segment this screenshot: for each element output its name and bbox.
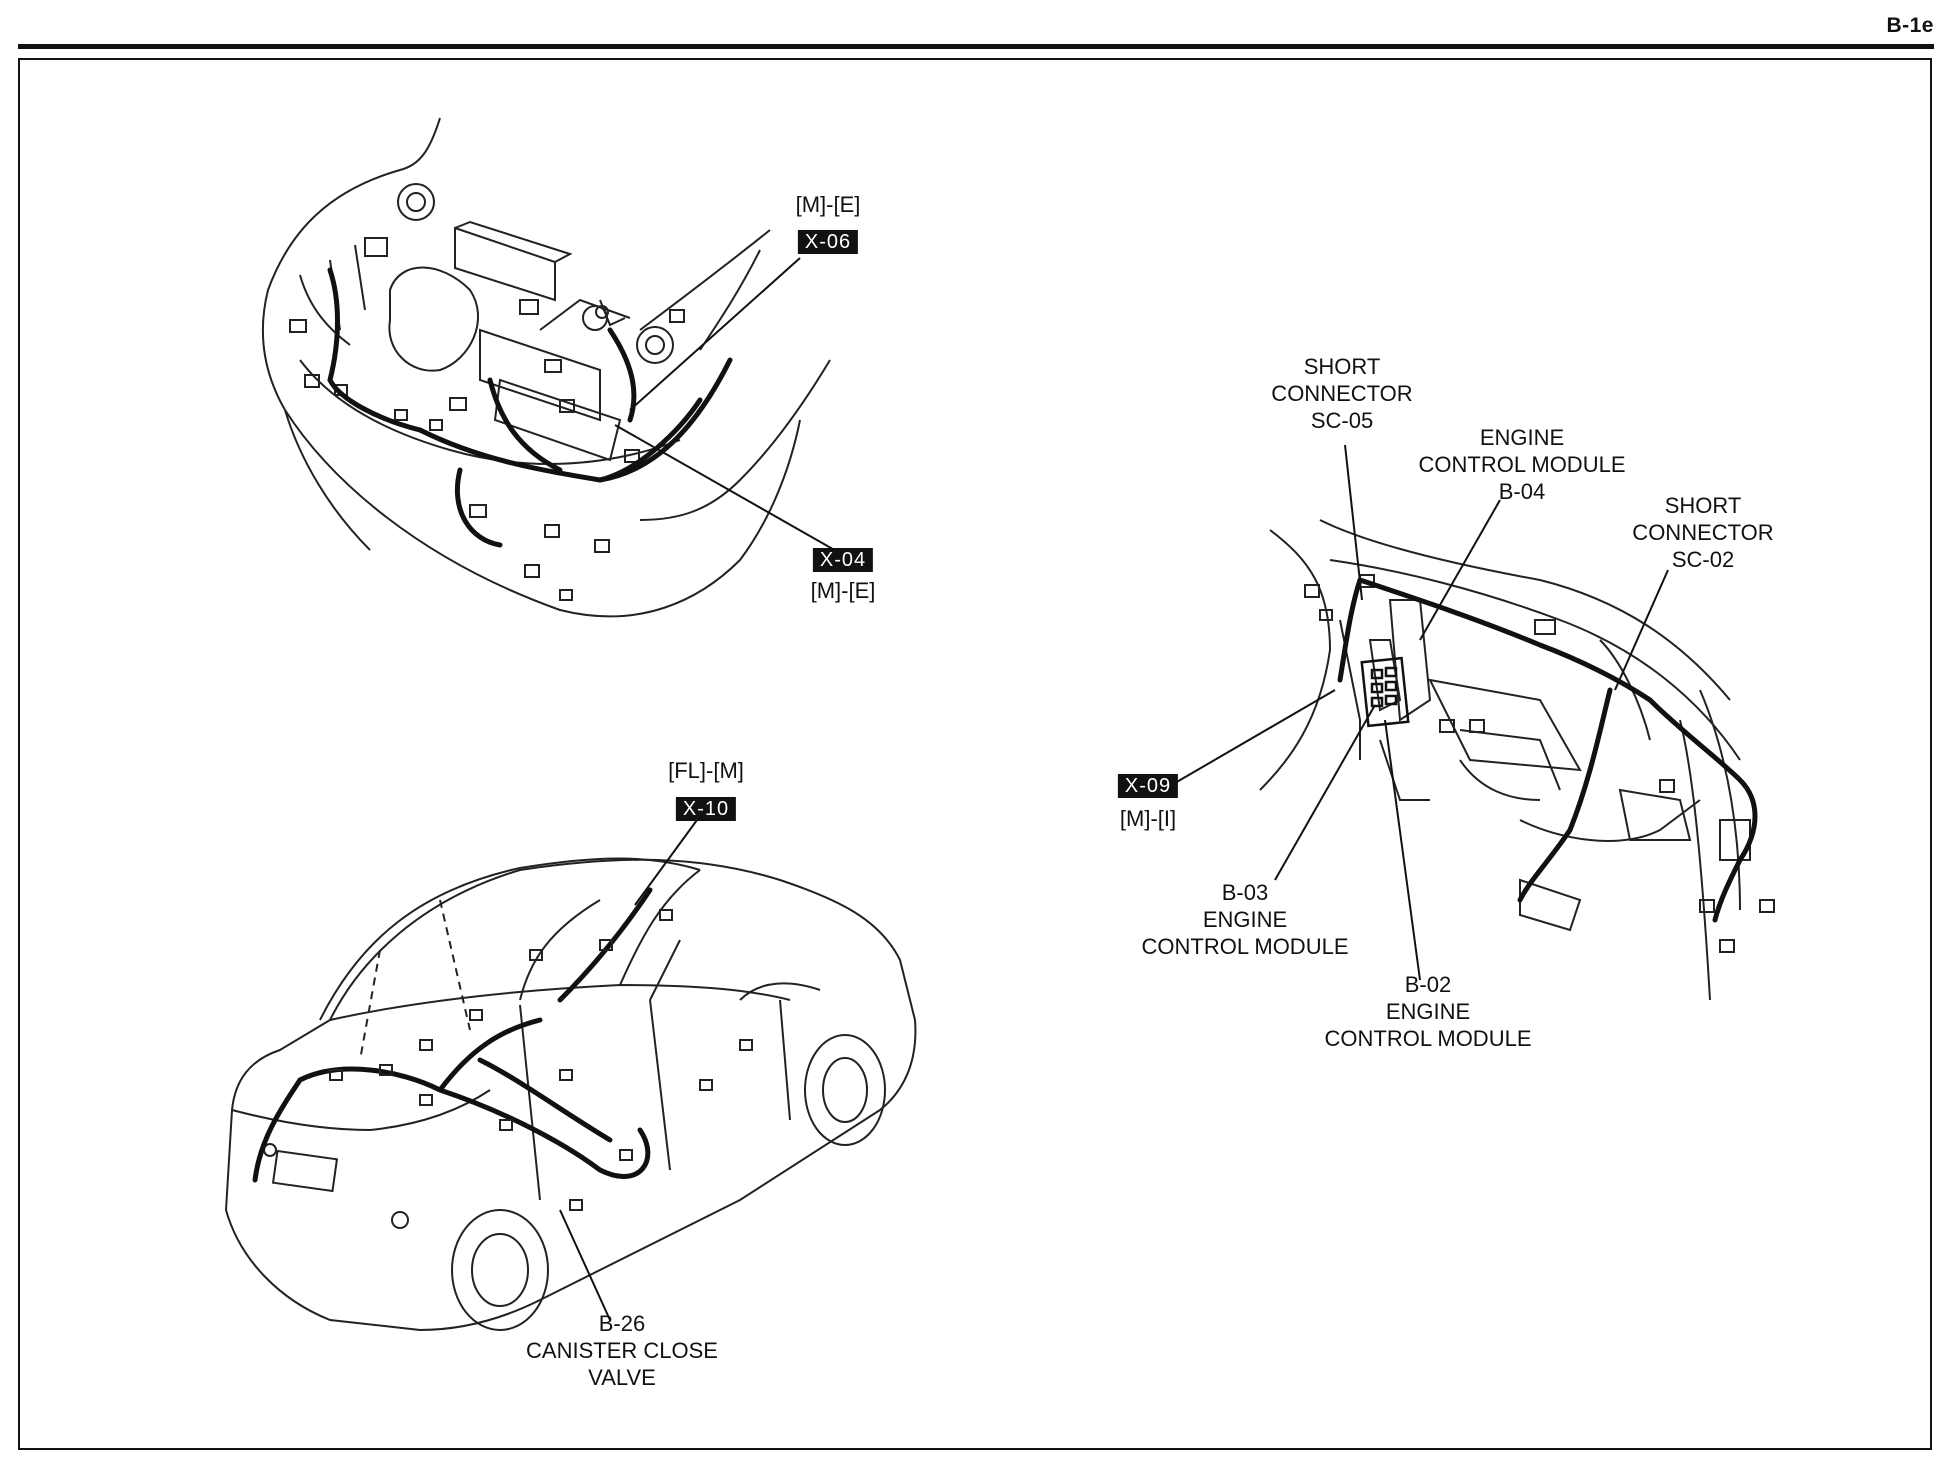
- b02-code: B-02: [1404, 972, 1452, 997]
- x09-connector-label: [M]-[I]: [1119, 806, 1177, 831]
- b03-line1: ENGINE: [1202, 907, 1288, 932]
- dashboard-illustration: [1259, 519, 1775, 1001]
- x06-connector-label: [M]-[E]: [795, 192, 861, 217]
- sc02-code: SC-02: [1671, 547, 1735, 572]
- b02-line2: CONTROL MODULE: [1324, 1026, 1532, 1051]
- diagram-frame: [18, 58, 1932, 1450]
- x10-tag: X-10: [675, 797, 737, 821]
- sc05-label: SHORT CONNECTOR SC-05: [1271, 353, 1412, 434]
- b04-label: ENGINE CONTROL MODULE B-04: [1419, 424, 1626, 505]
- sc02-line1: SHORT: [1664, 493, 1742, 518]
- sedan-leaders: [559, 819, 698, 1321]
- header-rule: [18, 44, 1934, 49]
- dashboard-leaders: [1174, 444, 1669, 981]
- sedan-connectors: [329, 909, 753, 1211]
- b02-label: B-02 ENGINE CONTROL MODULE: [1325, 971, 1532, 1052]
- b03-line2: CONTROL MODULE: [1141, 934, 1349, 959]
- sc05-line2: CONNECTOR: [1271, 381, 1413, 406]
- b04-line2: CONTROL MODULE: [1418, 452, 1626, 477]
- b04-code: B-04: [1498, 479, 1546, 504]
- b26-line2: VALVE: [588, 1365, 656, 1390]
- b02-line1: ENGINE: [1385, 999, 1471, 1024]
- engine-bay-leaders: [614, 257, 846, 557]
- x09-tag: X-09: [1117, 774, 1179, 798]
- x10-connector-label: [FL]-[M]: [668, 758, 744, 783]
- page-code: B-1e: [1886, 14, 1934, 37]
- engine-control-module-box: [1360, 656, 1410, 728]
- b03-code: B-03: [1221, 880, 1269, 905]
- sc05-code: SC-05: [1310, 408, 1374, 433]
- b26-line1: CANISTER CLOSE: [526, 1338, 718, 1363]
- x06-tag: X-06: [797, 230, 859, 254]
- x04-connector-label: [M]-[E]: [810, 578, 876, 603]
- dashboard-harness: [1337, 577, 1758, 923]
- engine-bay-harness: [327, 267, 733, 548]
- b03-label: B-03 ENGINE CONTROL MODULE: [1142, 879, 1349, 960]
- sc02-line2: CONNECTOR: [1632, 520, 1774, 545]
- sc05-line1: SHORT: [1303, 354, 1381, 379]
- sc02-label: SHORT CONNECTOR SC-02: [1632, 492, 1773, 573]
- engine-bay-illustration: [261, 117, 831, 618]
- b04-line1: ENGINE: [1479, 425, 1565, 450]
- b26-code: B-26: [598, 1311, 646, 1336]
- b26-label: B-26 CANISTER CLOSE VALVE: [526, 1310, 718, 1391]
- sedan-illustration: [224, 857, 917, 1332]
- sedan-harness: [252, 887, 653, 1183]
- x04-tag: X-04: [812, 548, 874, 572]
